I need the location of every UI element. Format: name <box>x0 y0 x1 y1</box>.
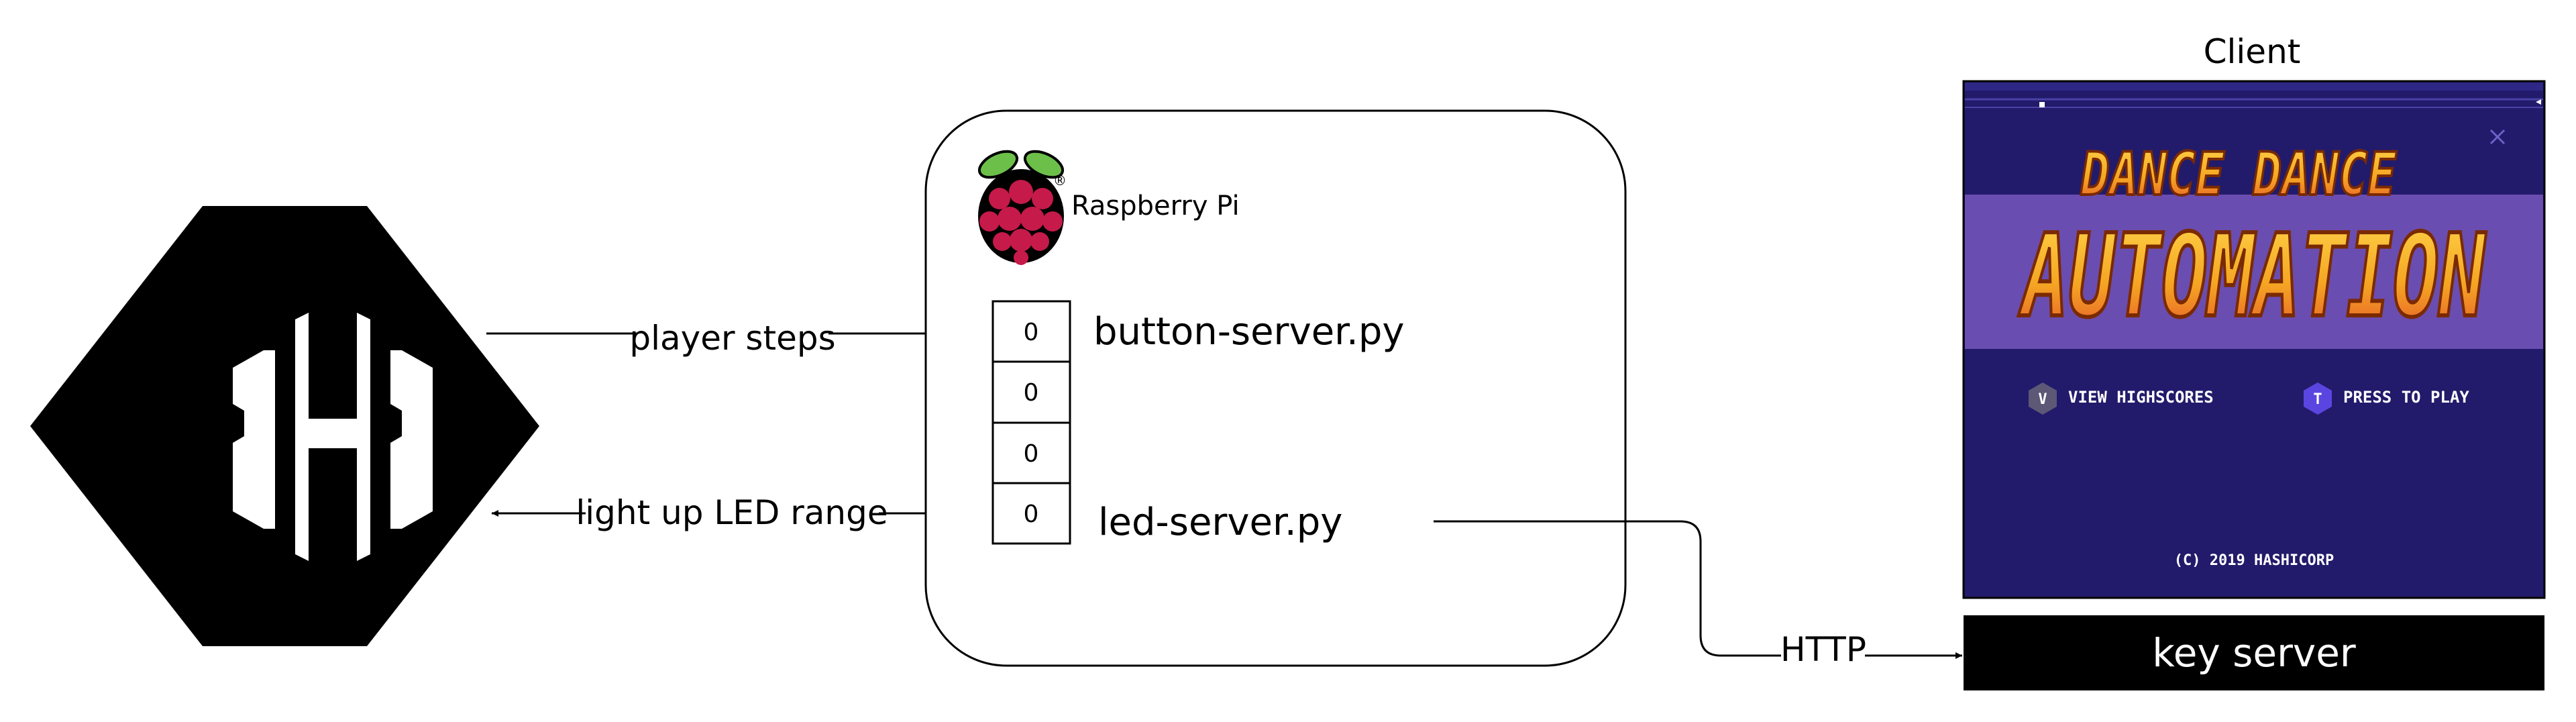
edge-player-steps: player steps <box>486 319 991 358</box>
key-hexagon-icon <box>2304 382 2332 415</box>
edge-light-up-led: light up LED range <box>492 493 993 532</box>
key-server-label: key server <box>2152 630 2356 676</box>
hashicorp-logo-icon <box>233 313 433 561</box>
menu-view-key: V <box>2038 391 2047 408</box>
corner-left-arrow-icon <box>2536 99 2541 105</box>
menu-view-label: VIEW HIGHSCORES <box>2068 388 2214 407</box>
register-cell: 0 <box>1024 501 1039 528</box>
raspberry-pi-logo-icon <box>977 150 1065 265</box>
edge-label-light-up-led: light up LED range <box>576 493 888 532</box>
register-cell: 0 <box>1024 319 1039 346</box>
button-server-label: button-server.py <box>1093 310 1405 354</box>
registered-mark: ® <box>1053 172 1067 189</box>
raspberry-pi-node: ® Raspberry Pi 0 0 0 0 button-server.py … <box>924 109 1627 667</box>
copyright-text: (C) 2019 HASHICORP <box>2174 552 2334 569</box>
raspberry-pi-label: Raspberry Pi <box>1071 191 1240 221</box>
edge-http: HTTP <box>1434 520 1962 669</box>
game-title-line2: AUTOMATION <box>2018 210 2487 343</box>
key-server-box <box>1964 615 2544 690</box>
raspberry-pi-box <box>924 109 1627 667</box>
client-node: Client DANCE DANCE AUTOMATION V VIEW HIG… <box>1962 32 2546 599</box>
progress-dot <box>2039 102 2045 107</box>
register-cell: 0 <box>1024 379 1039 407</box>
game-title-line1: DANCE DANCE <box>2080 140 2397 209</box>
edge-label-http: HTTP <box>1780 630 1866 669</box>
menu-press-to-play[interactable]: T PRESS TO PLAY <box>2304 382 2469 415</box>
title-band <box>1965 195 2543 349</box>
key-hexagon-icon <box>2029 382 2057 415</box>
menu-play-label: PRESS TO PLAY <box>2343 388 2469 407</box>
expand-icon[interactable] <box>2489 129 2506 145</box>
key-server-node: key server <box>1964 615 2544 690</box>
hexagon-shape <box>30 206 539 646</box>
edge-label-player-steps: player steps <box>629 319 835 358</box>
register-cell: 0 <box>1024 440 1039 468</box>
game-screen: DANCE DANCE AUTOMATION V VIEW HIGHSCORES… <box>1962 80 2546 599</box>
led-server-label: led-server.py <box>1098 501 1342 544</box>
menu-play-key: T <box>2313 391 2322 408</box>
hashicorp-node <box>30 206 539 646</box>
client-title: Client <box>2204 32 2301 71</box>
menu-view-highscores[interactable]: V VIEW HIGHSCORES <box>2029 382 2214 415</box>
register-stack: 0 0 0 0 <box>991 300 1071 545</box>
